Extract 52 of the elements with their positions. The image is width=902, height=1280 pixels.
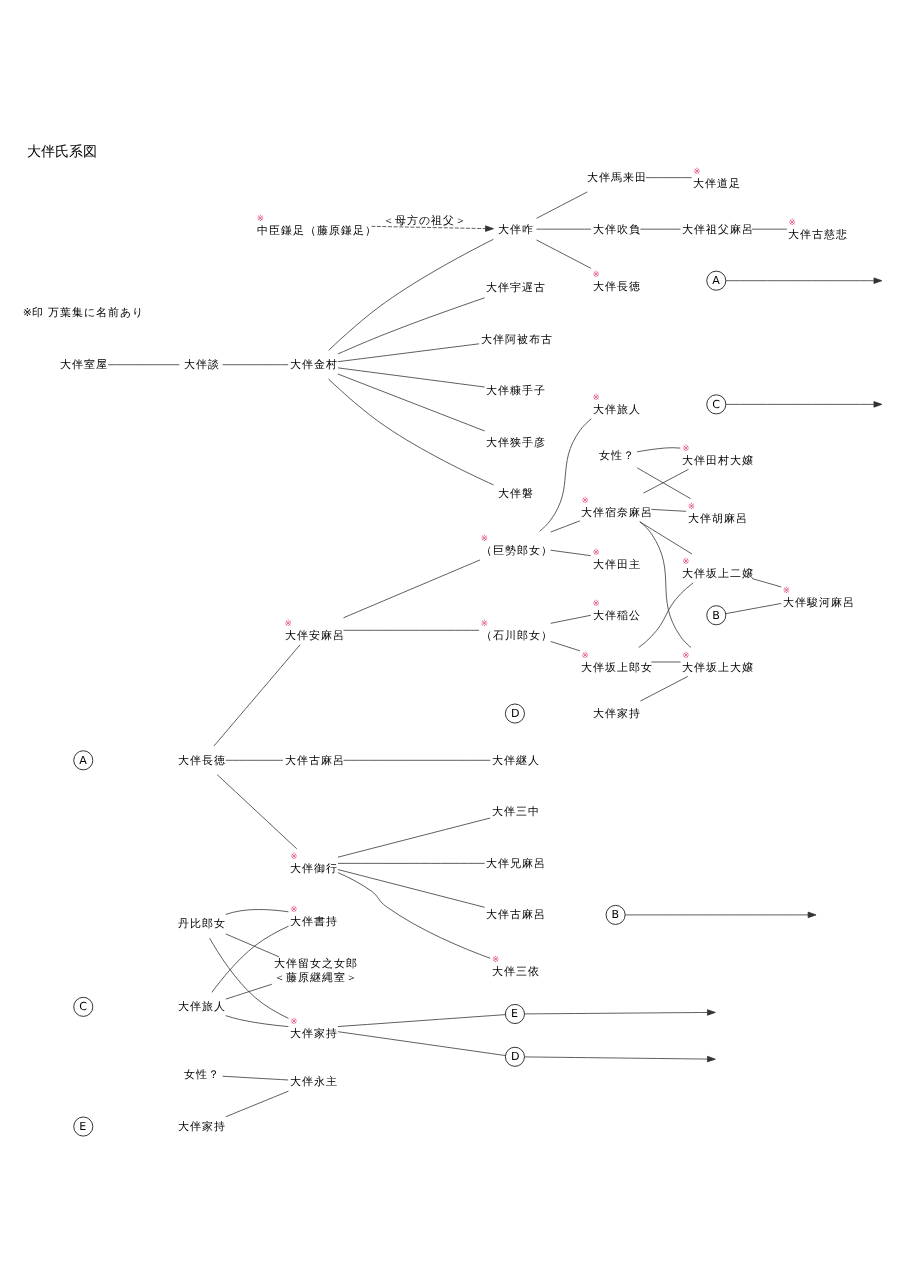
connector [337, 296, 485, 354]
connector [640, 674, 689, 701]
connector [225, 1014, 289, 1026]
connector [337, 342, 480, 362]
arrow [725, 276, 883, 283]
connector [225, 758, 284, 760]
connector [216, 773, 298, 849]
connector [343, 758, 491, 760]
connector [337, 1013, 506, 1026]
connector [213, 643, 301, 746]
connector [550, 519, 581, 532]
connector [550, 613, 592, 623]
connector [343, 558, 481, 618]
connector [225, 982, 273, 999]
connector [222, 1074, 289, 1080]
connector [725, 602, 782, 613]
arrow [524, 1008, 716, 1015]
connector [209, 936, 289, 1018]
connector [550, 640, 581, 651]
connector [751, 577, 782, 587]
connector [337, 868, 486, 907]
connector [643, 468, 689, 493]
connector [337, 1030, 506, 1055]
connector [343, 628, 480, 630]
connector [550, 548, 592, 556]
connector [222, 363, 289, 365]
connector [539, 417, 592, 531]
connector [536, 190, 588, 218]
connector [636, 466, 691, 498]
connector [225, 932, 280, 957]
arrow [371, 224, 494, 231]
connector [337, 871, 491, 958]
connector [328, 377, 494, 485]
connector [107, 363, 180, 365]
connector [645, 176, 693, 178]
connector [638, 581, 694, 647]
connector [211, 924, 289, 992]
connector [337, 861, 486, 863]
connector [650, 508, 687, 511]
connector [225, 1089, 289, 1117]
connector [639, 520, 692, 647]
connector [225, 908, 289, 914]
connector [636, 446, 681, 452]
arrow [725, 400, 883, 407]
connector [337, 372, 486, 431]
arrow [524, 1054, 716, 1062]
connector [337, 366, 486, 387]
connector [328, 237, 494, 350]
connector [639, 520, 693, 554]
connector [536, 238, 592, 268]
arrow [624, 910, 817, 918]
connector [337, 816, 491, 857]
